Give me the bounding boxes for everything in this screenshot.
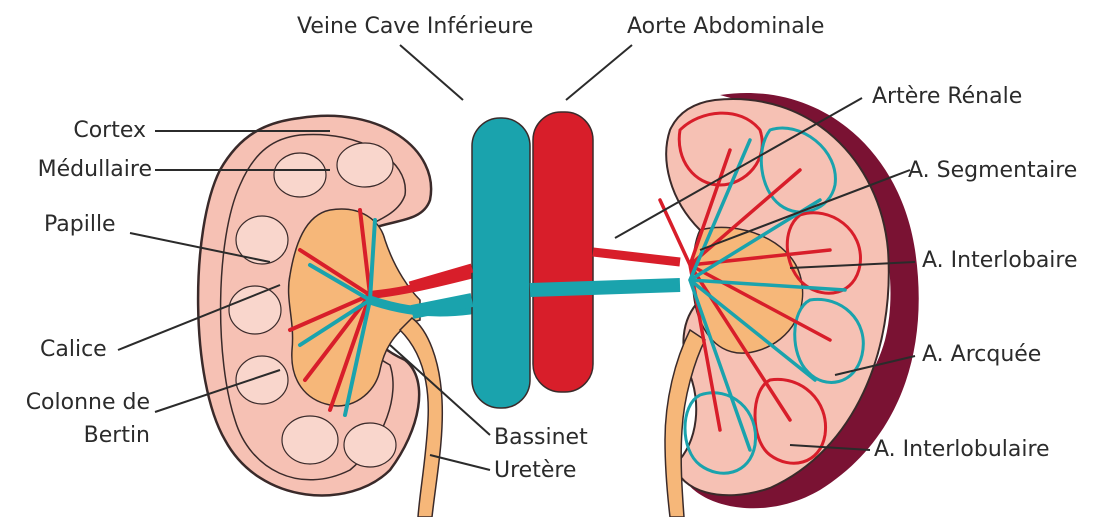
label-cortex: Cortex bbox=[40, 118, 146, 144]
label-bassinet: Bassinet bbox=[494, 425, 588, 451]
label-calice: Calice bbox=[40, 337, 107, 363]
label-a-segmentaire: A. Segmentaire bbox=[908, 158, 1077, 184]
label-veine-cave: Veine Cave Inférieure bbox=[297, 14, 533, 40]
label-medullaire: Médullaire bbox=[10, 157, 152, 183]
vena-cava bbox=[472, 118, 530, 408]
left-kidney bbox=[198, 116, 470, 517]
label-colonne-line2: Bertin bbox=[5, 423, 150, 449]
label-artere-renale: Artère Rénale bbox=[872, 84, 1022, 110]
leader-aorte bbox=[566, 45, 632, 100]
great-vessels bbox=[410, 112, 680, 408]
label-colonne-line1: Colonne de bbox=[5, 390, 150, 416]
label-aorte: Aorte Abdominale bbox=[627, 14, 824, 40]
label-a-arcquee: A. Arcquée bbox=[922, 342, 1041, 368]
right-renal-vein bbox=[530, 285, 680, 290]
aorta bbox=[533, 112, 593, 392]
right-renal-artery bbox=[593, 252, 680, 262]
label-a-interlobaire: A. Interlobaire bbox=[922, 248, 1078, 274]
label-papille: Papille bbox=[44, 212, 116, 238]
label-uretere: Uretère bbox=[494, 458, 576, 484]
label-a-interlobulaire: A. Interlobulaire bbox=[874, 437, 1050, 463]
leader-veine-cave bbox=[400, 45, 463, 100]
